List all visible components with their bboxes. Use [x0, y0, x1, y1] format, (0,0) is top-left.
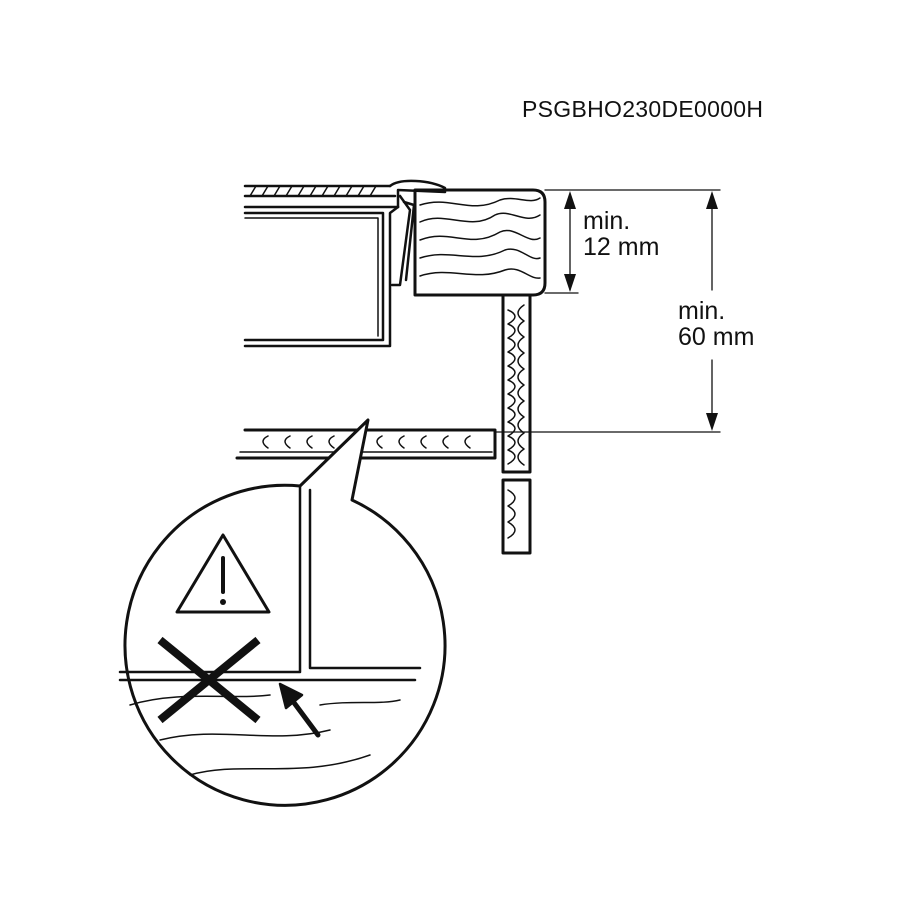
dimension-arrows — [564, 191, 718, 431]
worktop-wood-block — [413, 188, 547, 297]
hob-top-plate — [243, 179, 447, 209]
arrow-icon — [278, 682, 321, 738]
cross-mark-icon — [157, 636, 261, 724]
dimension-min-60mm: min. 60 mm — [678, 298, 754, 351]
hob-body — [243, 205, 400, 348]
shelf — [235, 428, 497, 460]
dimension-value: 60 mm — [678, 323, 755, 352]
warning-triangle-icon — [175, 533, 271, 614]
dimension-label: min. — [583, 207, 631, 235]
dimension-label: min. — [678, 297, 726, 325]
dimension-min-12mm: min. 12 mm — [583, 208, 659, 261]
diagram-code: PSGBHO230DE0000H — [522, 96, 764, 122]
dimension-value: 12 mm — [583, 233, 660, 262]
callout-bubble — [118, 418, 447, 807]
side-panel — [501, 293, 532, 555]
dimension-lines — [494, 189, 721, 433]
